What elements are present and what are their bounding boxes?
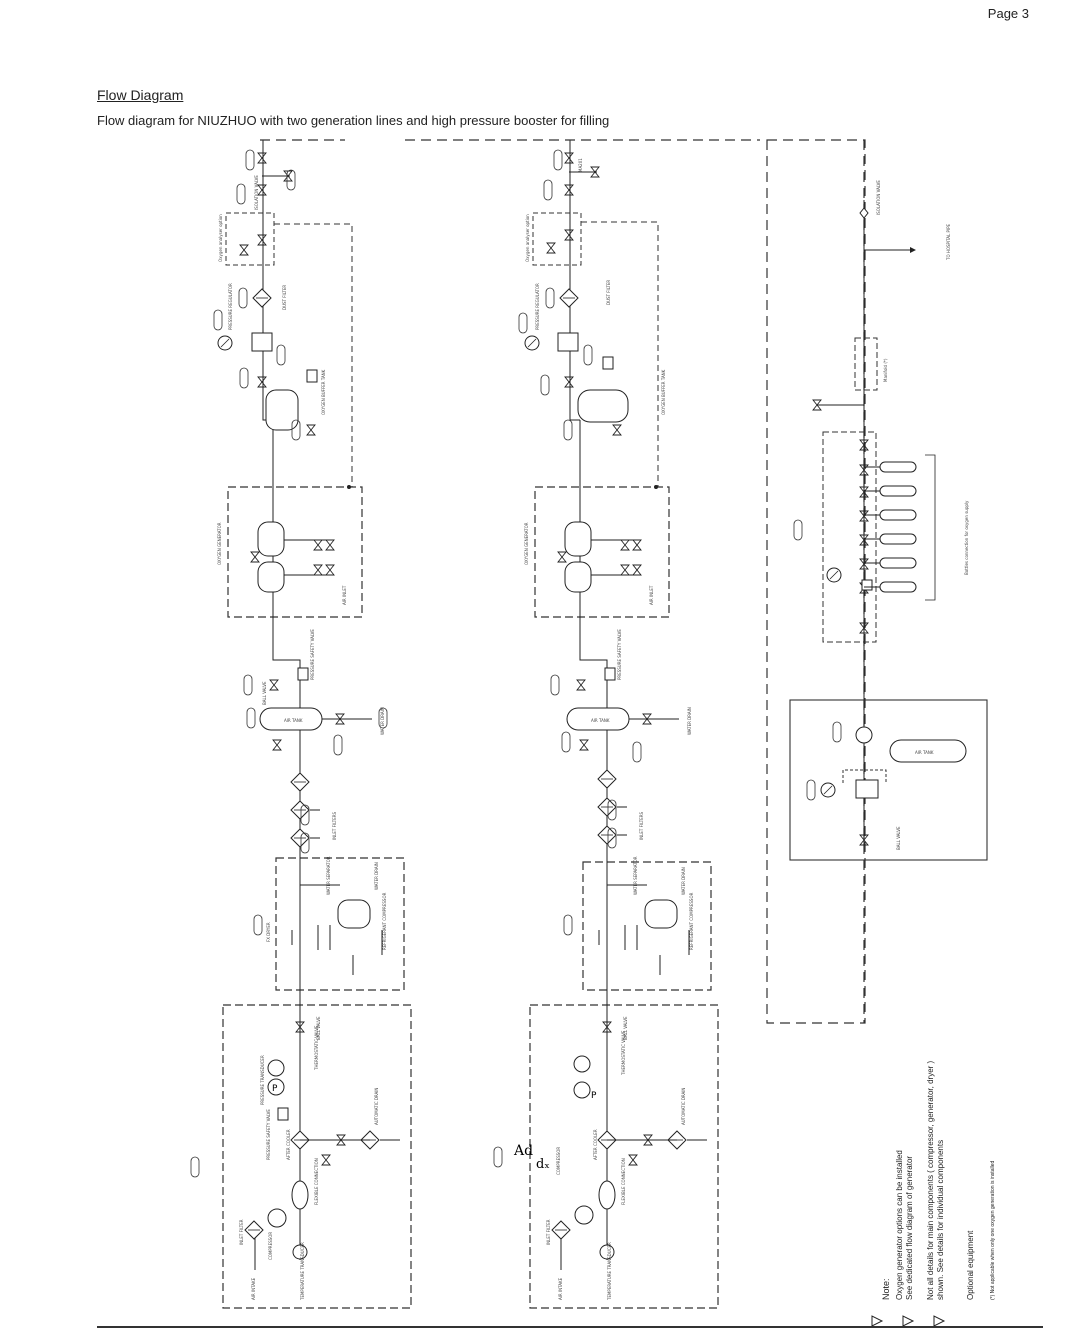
label-temp-transducer-1: TEMPERATURE TRANSDUCER xyxy=(300,1242,305,1301)
analyser-box-1 xyxy=(225,212,275,266)
label-after-cooler-2: AFTER COOLER xyxy=(593,1129,598,1160)
generation-line-1: P xyxy=(190,140,412,1309)
label-pressure-reg-2: PRESSURE REGULATOR xyxy=(535,283,540,330)
generator-box-1 xyxy=(227,486,363,618)
compressor-box-2 xyxy=(529,1004,719,1309)
generator-box-2 xyxy=(534,486,670,618)
label-compressor-2: COMPRESSOR xyxy=(556,1147,561,1175)
label-auto-drain-2: AUTOMATIC DRAIN xyxy=(681,1088,686,1125)
label-isolation-1: ISOLATION VALVE xyxy=(254,175,259,210)
bottle-connections xyxy=(864,454,936,601)
label-dx: dₓ xyxy=(536,1157,550,1172)
label-refrig-1: REFRIGERANT COMPRESSOR xyxy=(382,892,387,950)
label-analyser-1: Oxygen analyser option xyxy=(218,214,223,262)
svg-text:P: P xyxy=(591,1091,597,1101)
booster-frame xyxy=(766,139,866,1024)
label-ma201: MA201 xyxy=(578,158,583,172)
label-pressure-transducer-1: PRESSURE TRANSDUCER xyxy=(260,1055,265,1105)
label-flex-conn-1: FLEXIBLE CONNECTION xyxy=(314,1158,319,1205)
manifold xyxy=(854,337,878,391)
label-fx-dryer-1: FX DRYER xyxy=(266,922,271,942)
label-dust-filter-2: DUST FILTER xyxy=(606,280,611,305)
note-line-6: (*) Not applicable when only one oxygen … xyxy=(990,1161,996,1300)
label-inlet-filter-1: INLET FILTER xyxy=(239,1219,244,1245)
booster-section: Manifold (*) TO HOSPITAL PIPE ISOLATION … xyxy=(260,139,988,1024)
bottles-frame xyxy=(822,431,877,643)
label-manifold: Manifold (*) xyxy=(883,358,888,382)
label-water-drain-1: WATER DRAIN xyxy=(374,862,379,890)
label-water-sep-1: WATER SEPARATOR xyxy=(326,856,331,895)
label-ball-valve-booster: BALL VALVE xyxy=(896,826,901,850)
note-line-4: shown. See details for individual compon… xyxy=(936,1140,945,1300)
label-ad: Ad xyxy=(513,1143,533,1159)
label-air-intake-2: AIR INTAKE xyxy=(558,1277,563,1300)
notes: Note: Oxygen generator options can be in… xyxy=(871,1060,996,1327)
label-psv-2: PRESSURE SAFETY VALVE xyxy=(617,629,622,680)
bottom-rule xyxy=(97,1326,1043,1328)
label-oxygen-generator-1: OXYGEN GENERATOR xyxy=(217,522,222,565)
label-water-drain-2b: WATER DRAIN xyxy=(687,707,692,735)
label-air-tank-booster: AIR TANK xyxy=(915,750,934,755)
label-air-inlet-2: AIR INLET xyxy=(649,585,654,605)
label-psv-1b: PRESSURE SAFETY VALVE xyxy=(310,629,315,680)
note-line-1: Oxygen generator options can be installe… xyxy=(895,1150,904,1300)
label-auto-drain-1: AUTOMATIC DRAIN xyxy=(374,1088,379,1125)
label-flex-conn-2: FLEXIBLE CONNECTION xyxy=(621,1158,626,1205)
label-hospital-pipe: TO HOSPITAL PIPE xyxy=(946,223,951,261)
label-refrig-2: REFRIGERANT COMPRESSOR xyxy=(689,892,694,950)
note-line-2: See dedicated flow diagram of generator xyxy=(905,1156,914,1300)
label-bottles: Bottles connection for oxygen supply xyxy=(964,500,969,575)
label-inlet-filter-2: INLET FILTER xyxy=(546,1219,551,1245)
label-isolation-valve: ISOLATION VALVE xyxy=(876,180,881,215)
label-ball-valve-2: BALL VALVE xyxy=(623,1016,628,1040)
svg-text:P: P xyxy=(272,1084,278,1094)
label-thermo-valve-1: THERMOSTATIC VALVE xyxy=(314,1025,319,1071)
dryer-box-2 xyxy=(582,861,712,991)
label-oxygen-generator-2: OXYGEN GENERATOR xyxy=(524,522,529,565)
page-subtitle: Flow diagram for NIUZHUO with two genera… xyxy=(97,113,610,128)
analyser-box-2 xyxy=(532,212,582,266)
label-temp-transducer-2: TEMPERATURE TRANSDUCER xyxy=(607,1242,612,1301)
booster-box xyxy=(789,699,988,861)
note-heading: Note: xyxy=(881,1278,891,1300)
compressor-box-1 xyxy=(222,1004,412,1309)
note-marker-3 xyxy=(933,1315,946,1327)
label-analyser-2: Oxygen analyser option xyxy=(525,214,530,262)
label-buffer-tank-2: OXYGEN BUFFER TANK xyxy=(661,369,666,415)
label-water-drain-2: WATER DRAIN xyxy=(681,867,686,895)
label-inlet-filters-2: INLET FILTERS xyxy=(639,811,644,840)
label-compressor-1: COMPRESSOR xyxy=(268,1232,273,1260)
label-air-tank-2: AIR TANK xyxy=(591,718,610,723)
note-marker-1 xyxy=(871,1315,884,1327)
label-psv-1: PRESSURE SAFETY VALVE xyxy=(266,1109,271,1160)
label-air-tank-1: AIR TANK xyxy=(284,718,303,723)
page-title: Flow Diagram xyxy=(97,87,184,103)
label-dust-filter-1: DUST FILTER xyxy=(282,285,287,310)
label-air-inlet-1: AIR INLET xyxy=(342,585,347,605)
label-ball-valve-1b: BALL VALVE xyxy=(262,681,267,705)
label-water-sep-2: WATER SEPARATOR xyxy=(633,856,638,895)
note-marker-2 xyxy=(902,1315,915,1327)
label-ball-valve-1: BALL VALVE xyxy=(316,1016,321,1040)
label-pressure-reg-1: PRESSURE REGULATOR xyxy=(228,283,233,330)
note-line-3: Not all details for main components ( co… xyxy=(926,1060,935,1300)
page-number: Page 3 xyxy=(987,6,1029,21)
label-buffer-tank-1: OXYGEN BUFFER TANK xyxy=(321,369,326,415)
dryer-box-1 xyxy=(275,857,405,991)
label-thermo-valve-2: THERMOSTATIC VALVE xyxy=(621,1030,626,1076)
label-after-cooler-1: AFTER COOLER xyxy=(286,1129,291,1160)
label-inlet-filters-1: INLET FILTERS xyxy=(332,811,337,840)
note-line-5: Optional equipment xyxy=(966,1230,975,1300)
generation-line-2: P xyxy=(493,140,719,1309)
label-water-drain-1b: WATER DRAIN xyxy=(380,707,385,735)
label-air-intake-1: AIR INTAKE xyxy=(251,1277,256,1300)
